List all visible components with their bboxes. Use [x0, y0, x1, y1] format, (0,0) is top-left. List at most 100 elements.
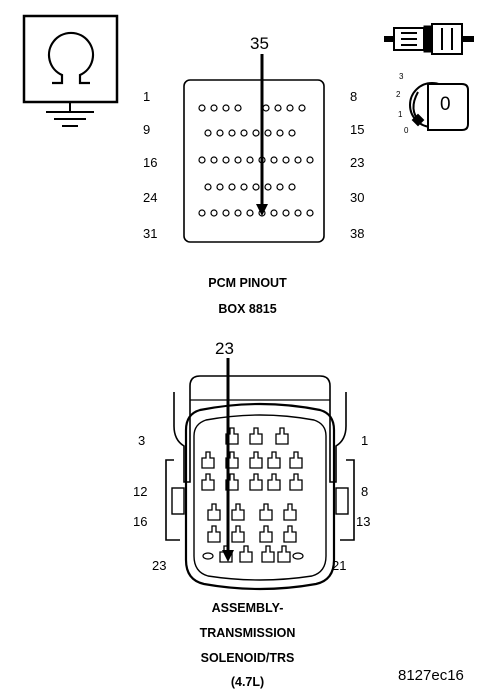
trs-caption-line1: ASSEMBLY-	[211, 601, 284, 615]
trs-terminal	[201, 473, 215, 491]
trs-terminal	[259, 503, 273, 521]
pcm-pin-hole	[294, 209, 302, 217]
trs-terminal	[207, 503, 221, 521]
trs-terminal	[267, 473, 281, 491]
trs-callout-pin: 23	[215, 339, 234, 358]
trs-terminal	[261, 545, 275, 563]
pcm-left-pin-label: 9	[143, 122, 151, 137]
pcm-pin-hole	[216, 183, 224, 191]
harness-connector-icon	[384, 23, 474, 55]
pcm-pin-hole	[234, 104, 242, 112]
figure-id: 8127ec16	[398, 667, 464, 684]
pcm-pin-hole	[288, 129, 296, 137]
pcm-pin-hole	[306, 209, 314, 217]
pcm-left-pin-label: 24	[143, 190, 158, 205]
pcm-pin-hole	[276, 129, 284, 137]
pcm-pin-hole	[262, 104, 270, 112]
trs-terminal-grid	[201, 427, 303, 563]
trs-terminal	[231, 525, 245, 543]
pcm-pin-hole	[246, 156, 254, 164]
trs-left-pin-label: 12	[133, 484, 148, 499]
pcm-caption-line2: BOX 8815	[218, 302, 277, 316]
transmission-connector	[165, 358, 355, 591]
pcm-pin-hole	[252, 129, 260, 137]
trs-left-pin-label: 16	[133, 514, 148, 529]
pcm-pin-hole	[298, 104, 306, 112]
pcm-pin-hole	[228, 129, 236, 137]
pcm-pin-hole	[234, 209, 242, 217]
pcm-pin-hole	[210, 209, 218, 217]
pcm-left-pin-label: 16	[143, 155, 158, 170]
pcm-right-pin-label: 30	[350, 190, 365, 205]
pcm-pin-hole	[216, 129, 224, 137]
pcm-left-pin-label: 31	[143, 226, 158, 241]
pcm-right-pin-label: 8	[350, 89, 358, 104]
trs-caption-line4: (4.7L)	[230, 675, 265, 689]
trs-terminal	[231, 503, 245, 521]
pcm-pin-hole	[264, 129, 272, 137]
pcm-pin-hole	[198, 209, 206, 217]
trs-right-pin-label: 1	[361, 433, 369, 448]
pcm-pin-hole	[264, 183, 272, 191]
trs-left-pin-label: 3	[138, 433, 146, 448]
pcm-callout-pin: 35	[250, 34, 269, 53]
pcm-pin-hole	[204, 183, 212, 191]
pcm-pin-hole	[198, 104, 206, 112]
pcm-pin-hole	[240, 183, 248, 191]
trs-terminal	[249, 473, 263, 491]
pcm-pin-hole	[270, 209, 278, 217]
pcm-pin-hole	[210, 104, 218, 112]
pcm-right-pin-label: 15	[350, 122, 365, 137]
pcm-pin-hole	[228, 183, 236, 191]
trs-left-pin-label: 23	[152, 558, 167, 573]
trs-right-pin-label: 13	[356, 514, 371, 529]
trs-terminal	[277, 545, 291, 563]
pcm-right-pin-label: 38	[350, 226, 365, 241]
trs-terminal	[249, 451, 263, 469]
pcm-pin-hole	[198, 156, 206, 164]
pcm-connector	[183, 54, 325, 243]
ignition-position-label: 1	[398, 110, 403, 119]
ignition-position-label: 2	[396, 90, 401, 99]
pcm-pin-hole	[246, 209, 254, 217]
trs-caption-line3: SOLENOID/TRS	[200, 651, 295, 665]
pcm-pin-hole	[252, 183, 260, 191]
trs-terminal	[267, 451, 281, 469]
trs-terminal	[239, 545, 253, 563]
ignition-position-label: 3	[399, 72, 404, 81]
pcm-pin-hole	[204, 129, 212, 137]
trs-terminal	[275, 427, 289, 445]
ohmmeter-ground-icon	[22, 14, 119, 127]
pcm-pin-hole	[270, 156, 278, 164]
trs-right-pin-label: 21	[332, 558, 347, 573]
trs-terminal	[289, 473, 303, 491]
pcm-pin-hole	[286, 104, 294, 112]
pcm-pin-hole	[222, 209, 230, 217]
ignition-key-icon	[409, 82, 469, 131]
pcm-pin-hole	[282, 209, 290, 217]
pcm-pin-hole	[294, 156, 302, 164]
pcm-pin-hole	[276, 183, 284, 191]
pcm-pin-hole	[288, 183, 296, 191]
pcm-pin-hole	[240, 129, 248, 137]
trs-terminal	[283, 503, 297, 521]
pcm-left-pin-label: 1	[143, 89, 151, 104]
pcm-pin-hole	[234, 156, 242, 164]
pcm-right-pin-label: 23	[350, 155, 365, 170]
trs-caption-line2: TRANSMISSION	[199, 626, 296, 640]
ignition-position-label: 0	[404, 126, 409, 135]
pcm-caption-line1: PCM PINOUT	[208, 276, 287, 290]
trs-terminal	[283, 525, 297, 543]
trs-terminal	[289, 451, 303, 469]
ignition-key-label: 0	[440, 94, 451, 115]
trs-terminal	[201, 451, 215, 469]
pcm-pin-hole	[222, 156, 230, 164]
pcm-pin-hole	[222, 104, 230, 112]
pcm-pin-hole	[274, 104, 282, 112]
trs-right-pin-label: 8	[361, 484, 369, 499]
trs-terminal	[207, 525, 221, 543]
pcm-pin-hole	[306, 156, 314, 164]
pcm-pin-hole	[210, 156, 218, 164]
pcm-pin-hole	[282, 156, 290, 164]
